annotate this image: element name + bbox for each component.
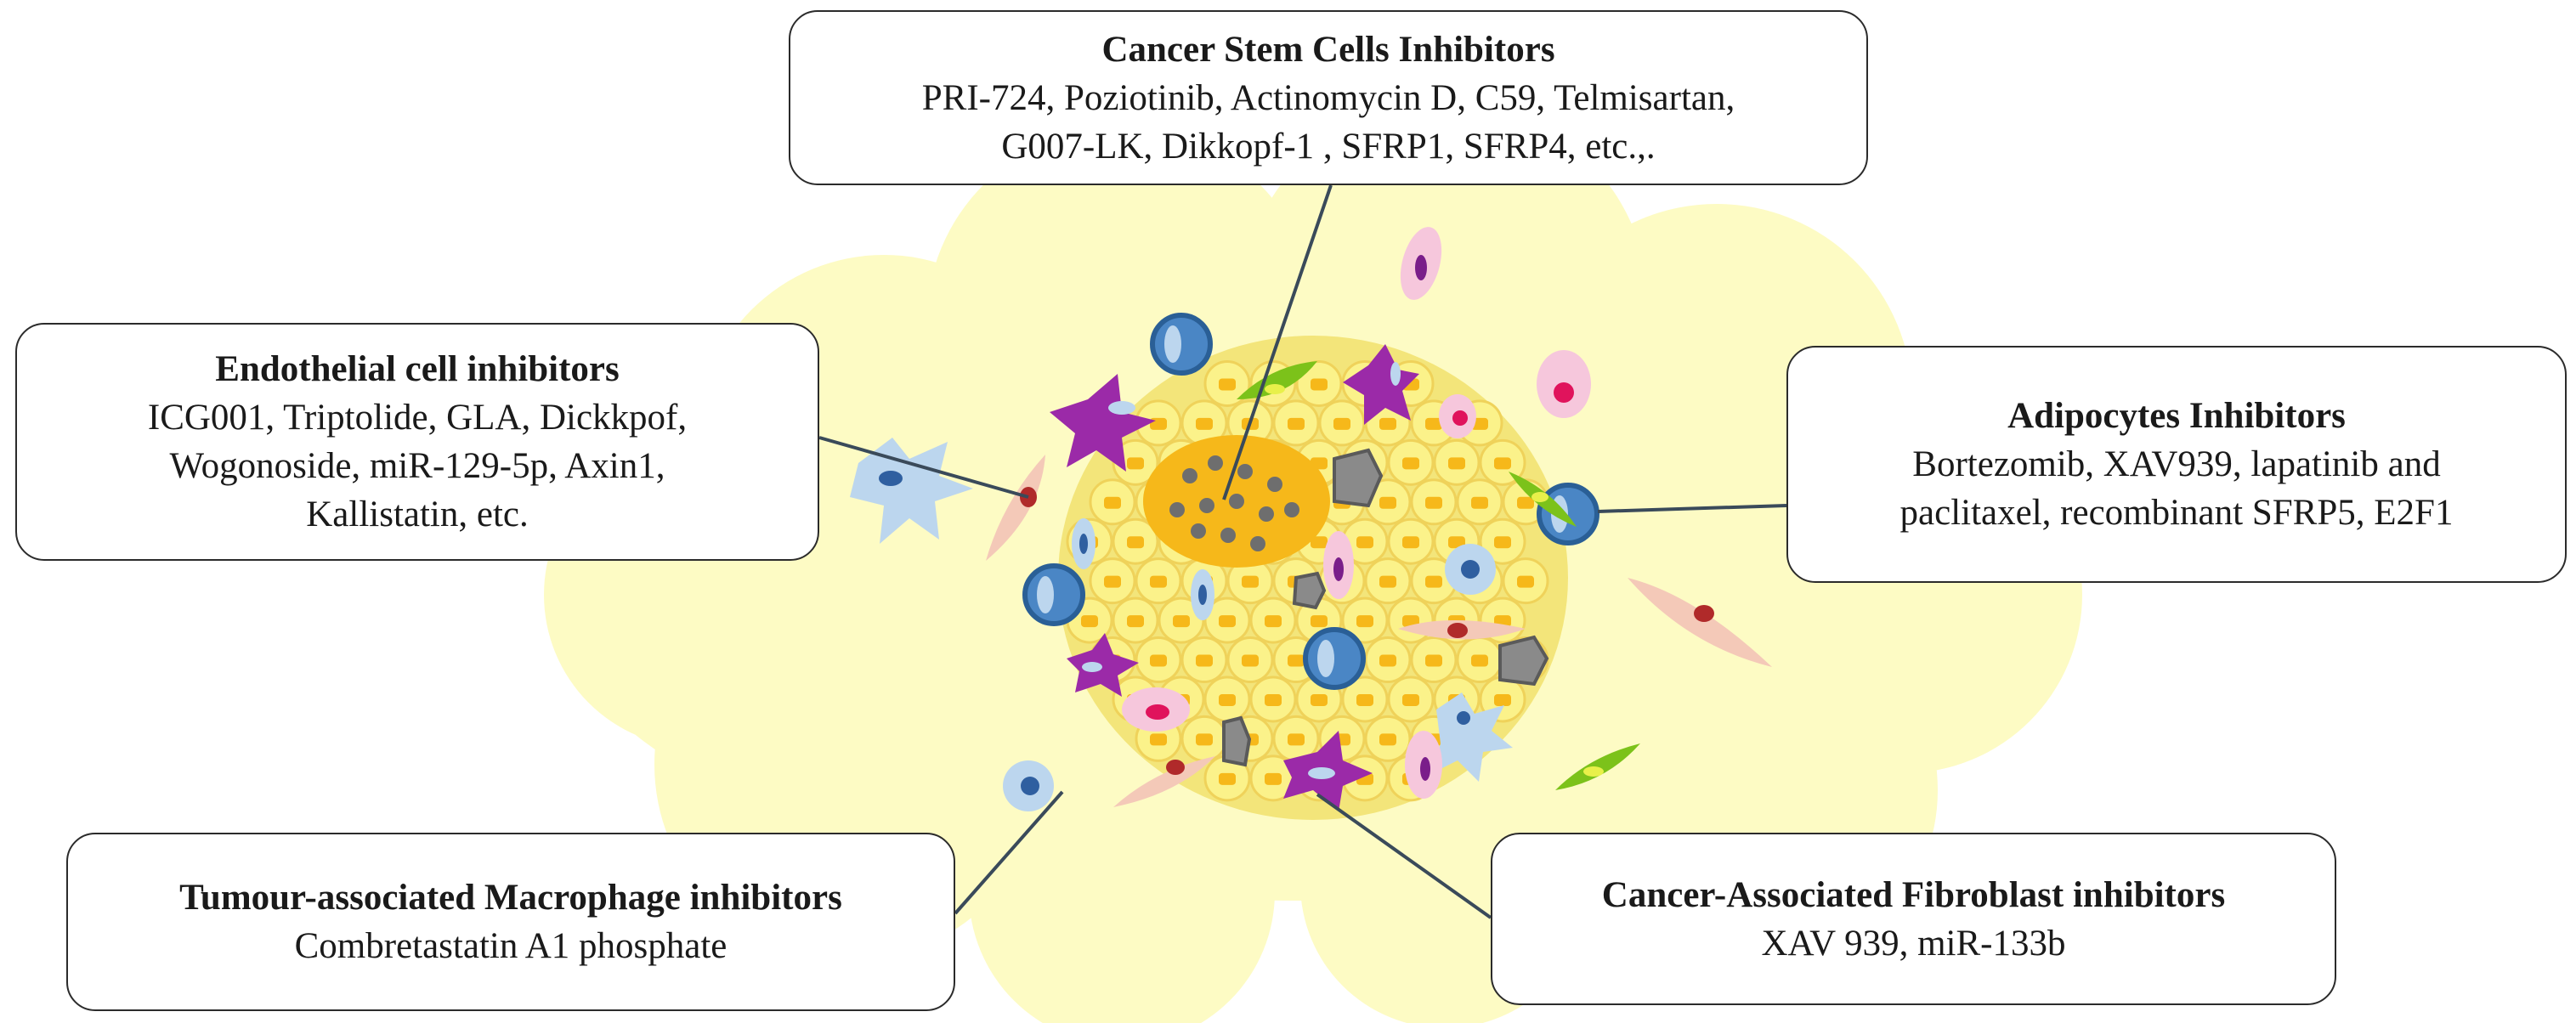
adipocytes-inhibitors-box: Adipocytes Inhibitors Bortezomib, XAV939…	[1786, 346, 2567, 583]
tumor-cell-nucleus	[1356, 536, 1373, 549]
tumor-cell-nucleus	[1196, 417, 1213, 430]
tumor-cell-nucleus	[1150, 575, 1167, 588]
tumour-associated-macrophage-inhibitors-box: Tumour-associated Macrophage inhibitors …	[66, 833, 955, 1011]
endothelial-line-2: Wogonoside, miR-129-5p, Axin1,	[169, 446, 665, 486]
tumor-cell-nucleus	[1517, 575, 1534, 588]
green-cell-nuclei	[1265, 384, 1604, 777]
adipocytes-line-2: paclitaxel, recombinant SFRP5, E2F1	[1899, 493, 2454, 533]
stem-cell-dot	[1199, 498, 1214, 513]
tumor-cell-nucleus	[1311, 378, 1328, 391]
tumor-cell-nucleus	[1494, 693, 1511, 706]
tumor-cell-nucleus	[1356, 693, 1373, 706]
cancer-stem-cells-line-1: PRI-724, Poziotinib, Actinomycin D, C59,…	[921, 77, 1735, 118]
stem-cell-dot	[1220, 528, 1236, 543]
tumor-cell-nucleus	[1379, 733, 1396, 746]
tumor-cell-nucleus	[1196, 733, 1213, 746]
cancer-stem-cell-cluster	[1143, 435, 1330, 568]
adipocytes-line-1: Bortezomib, XAV939, lapatinib and	[1912, 444, 2441, 484]
tumor-cell-nucleus	[1196, 654, 1213, 667]
gray-cells	[1222, 448, 1549, 767]
cancer-stem-cells-title: Cancer Stem Cells Inhibitors	[1101, 29, 1555, 70]
cancer-stem-cells-line-2: G007-LK, Dikkopf-1 , SFRP1, SFRP4, etc.,…	[1001, 126, 1656, 167]
tumor-cell-nucleus	[1356, 615, 1373, 628]
tumor-cell-nucleus	[1173, 615, 1190, 628]
purple-cell-nuclei	[1082, 362, 1401, 779]
tumor-cell-nucleus	[1104, 575, 1121, 588]
tumor-cell-nucleus	[1242, 654, 1259, 667]
tumor-cell-nucleus	[1448, 536, 1465, 549]
tumor-cell-nucleus	[1402, 693, 1419, 706]
tumor-cell-nucleus	[1265, 772, 1282, 785]
cancer-associated-fibroblast-inhibitors-box: Cancer-Associated Fibroblast inhibitors …	[1491, 833, 2336, 1005]
tumor-cell-nucleus	[1219, 378, 1236, 391]
stem-cell-dot	[1208, 455, 1223, 471]
tumor-cell-nucleus	[1150, 417, 1167, 430]
tumor-cell-nucleus	[1265, 693, 1282, 706]
tumor-cell-nucleus	[1288, 733, 1305, 746]
stem-cell-dot	[1169, 502, 1185, 517]
tumor-cell-nucleus	[1288, 654, 1305, 667]
tumor-cell-nucleus	[1127, 615, 1144, 628]
tumor-cell-nucleus	[1150, 733, 1167, 746]
tam-line-1: Combretastatin A1 phosphate	[294, 926, 728, 966]
stem-cell-dot	[1182, 468, 1197, 483]
caf-line-1: XAV 939, miR-133b	[1761, 923, 2066, 964]
tumor-cell-nucleus	[1219, 693, 1236, 706]
caf-title: Cancer-Associated Fibroblast inhibitors	[1601, 874, 2226, 915]
endothelial-cell-inhibitors-box: Endothelial cell inhibitors ICG001, Trip…	[15, 323, 819, 561]
stem-cell-dot	[1250, 536, 1265, 551]
tumor-cell-nucleus	[1104, 496, 1121, 509]
stem-cell-dot	[1191, 523, 1206, 539]
tumor-cell-nucleus	[1242, 575, 1259, 588]
stem-cell-dot	[1237, 464, 1253, 479]
tam-title: Tumour-associated Macrophage inhibitors	[179, 878, 842, 918]
connector-lines	[818, 184, 1787, 919]
pink-cell-nuclei	[1146, 255, 1574, 781]
tumor-cell-nucleus	[1425, 496, 1442, 509]
tumor-cell-nucleus	[1081, 615, 1098, 628]
macrophage-nuclei	[879, 471, 1480, 795]
tumor-cell-nucleus	[1471, 654, 1488, 667]
endothelial-line-3: Kallistatin, etc.	[306, 495, 529, 534]
tumor-cell-nucleus	[1311, 536, 1328, 549]
tumor-cell-nucleus	[1127, 457, 1144, 470]
tumor-cell-nucleus	[1379, 654, 1396, 667]
tumor-cell-nucleus	[1127, 536, 1144, 549]
tumor-cell-nucleus	[1379, 496, 1396, 509]
stem-cell-dot	[1229, 494, 1244, 509]
cancer-stem-cells-inhibitors-box: Cancer Stem Cells Inhibitors PRI-724, Po…	[789, 10, 1868, 185]
tumor-cell-nucleus	[1311, 615, 1328, 628]
tumor-cell-nucleus	[1402, 615, 1419, 628]
tumor-cell-nucleus	[1265, 615, 1282, 628]
stem-cell-dot	[1284, 502, 1299, 517]
tumor-cell-nucleus	[1425, 654, 1442, 667]
tumor-cell-nucleus	[1425, 575, 1442, 588]
tumor-cell-nucleus	[1311, 693, 1328, 706]
tumor-cell-nucleus	[1150, 654, 1167, 667]
tumor-cell-nucleus	[1471, 496, 1488, 509]
tumor-cell-nucleus	[1333, 417, 1350, 430]
tumor-cell-nucleus	[1379, 575, 1396, 588]
tumor-cell-nucleus	[1402, 457, 1419, 470]
tumor-cell-nucleus	[1219, 772, 1236, 785]
stem-cell-dot	[1267, 477, 1282, 492]
endothelial-line-1: ICG001, Triptolide, GLA, Dickkpof,	[147, 398, 688, 438]
stem-cell-dot	[1259, 506, 1274, 522]
tumor-cell-nucleus	[1494, 457, 1511, 470]
tumor-cell-nucleus	[1425, 417, 1442, 430]
tumor-cell-nucleus	[1288, 417, 1305, 430]
tumor-cell-nucleus	[1402, 536, 1419, 549]
tumor-cell-nucleus	[1494, 536, 1511, 549]
endothelial-title: Endothelial cell inhibitors	[215, 349, 620, 389]
tumor-cell-nucleus	[1448, 457, 1465, 470]
tumor-cell-nucleus	[1517, 496, 1534, 509]
tumor-cell-nucleus	[1219, 615, 1236, 628]
tumor-cell-nucleus	[1379, 417, 1396, 430]
adipocytes-title: Adipocytes Inhibitors	[2007, 396, 2346, 436]
